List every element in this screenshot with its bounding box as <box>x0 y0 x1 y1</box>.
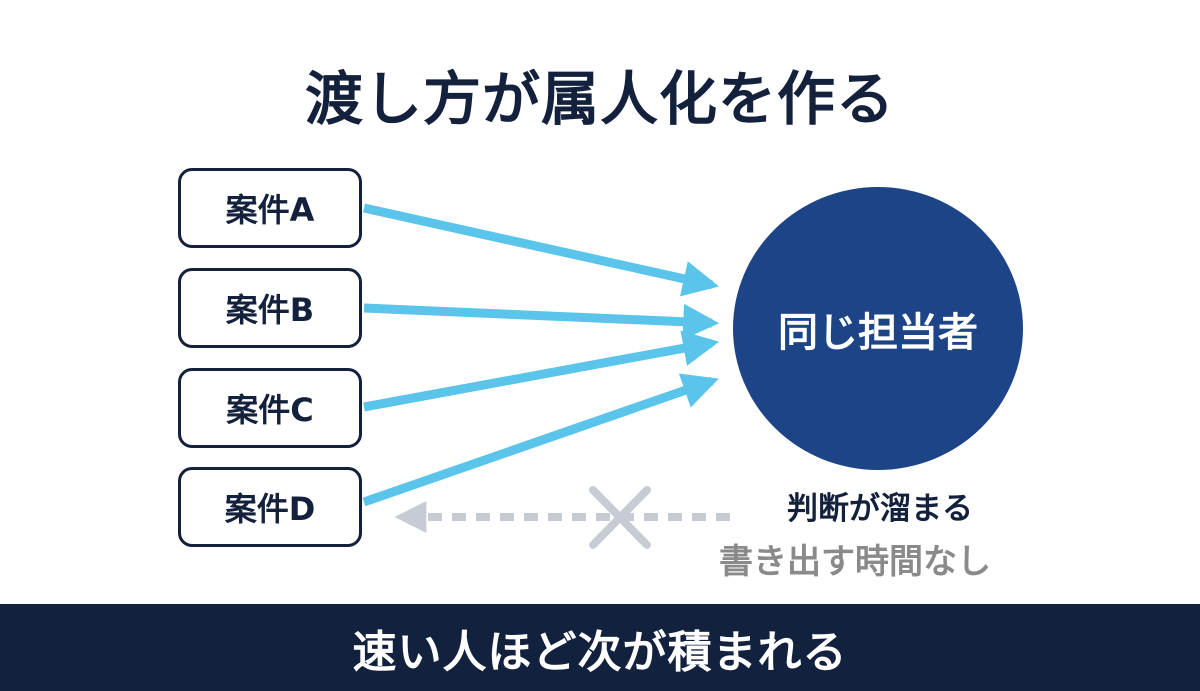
note-decisions-pile-up: 判断が溜まる <box>787 491 973 527</box>
arrow-b <box>363 303 720 340</box>
arrow-a <box>363 203 720 297</box>
page-title: 渡し方が属人化を作る <box>304 65 895 133</box>
person-label: 同じ担当者 <box>778 309 978 356</box>
person-circle: 同じ担当者 <box>733 187 1023 470</box>
arrow-d <box>362 373 719 507</box>
case-box-c: 案件C <box>178 368 362 448</box>
footer-banner: 速い人ほど次が積まれる <box>0 604 1200 691</box>
note-no-time-to-write: 書き出す時間なし <box>719 542 991 582</box>
footer-text: 速い人ほど次が積まれる <box>352 626 848 678</box>
arrow-c <box>363 330 720 412</box>
case-box-d: 案件D <box>178 467 362 547</box>
case-box-b: 案件B <box>178 268 362 348</box>
case-box-a: 案件A <box>178 168 362 248</box>
cross-icon <box>589 486 651 549</box>
